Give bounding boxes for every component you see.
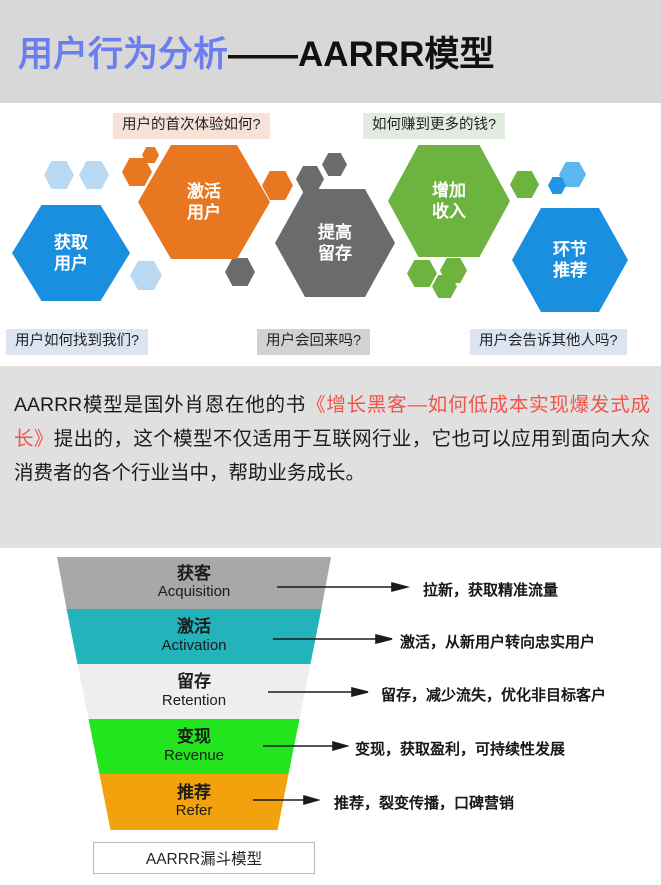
funnel-stage-retention-cn: 留存 [177, 672, 211, 692]
hex-node-activation[interactable]: 激活 用户 [138, 145, 270, 259]
hex-node-revenue-line2: 收入 [432, 202, 466, 221]
callout-referral-question: 用户会告诉其他人吗? [470, 329, 627, 355]
funnel-caption: AARRR漏斗模型 [93, 842, 315, 874]
callout-acquisition-question: 用户如何找到我们? [6, 329, 149, 355]
decorative-hexagon-green-4 [432, 275, 457, 298]
funnel-stage-activation-en: Activation [161, 636, 227, 654]
hex-node-activation-line2: 用户 [187, 203, 221, 222]
funnel-stage-refer[interactable]: 推荐 Refer [99, 774, 289, 830]
hexagon-diagram: 用户的首次体验如何? 如何赚到更多的钱? 获取 用户 激活 用户 提高 留存 增… [0, 103, 661, 366]
funnel-shape: 获客 Acquisition 激活 Activation 留存 Retentio… [57, 557, 331, 837]
funnel-stage-acquisition-cn: 获客 [177, 563, 211, 583]
hex-node-acquisition-line2: 用户 [54, 254, 88, 273]
funnel-annotation-activation: 激活，从新用户转向忠实用户 [400, 635, 596, 651]
hex-node-activation-line1: 激活 [187, 181, 221, 201]
funnel-stage-revenue-cn: 变现 [177, 727, 211, 747]
paragraph-part1: AARRR模型是国外肖恩在他的书 [14, 394, 307, 416]
funnel-annotation-acquisition: 拉新，获取精准流量 [423, 583, 559, 599]
funnel-stage-refer-en: Refer [175, 802, 213, 820]
decorative-hexagon-green-2 [407, 260, 437, 287]
description-paragraph: AARRR模型是国外肖恩在他的书《增长黑客—如何低成本实现爆发式成长》提出的，这… [14, 388, 650, 490]
decorative-hexagon-orange-2 [142, 147, 159, 163]
funnel-annotation-retention: 留存，减少流失，优化非目标客户 [381, 688, 607, 704]
decorative-hexagon-gray-1 [296, 166, 324, 192]
funnel-stage-revenue-en: Revenue [163, 746, 225, 764]
hex-node-retention-line2: 留存 [318, 244, 352, 263]
decorative-hexagon-light-blue-3 [130, 261, 162, 290]
hex-node-revenue[interactable]: 增加 收入 [388, 145, 510, 257]
hex-node-acquisition-line1: 获取 [54, 232, 88, 252]
decorative-hexagon-blue-small-2 [548, 177, 566, 194]
hex-node-retention[interactable]: 提高 留存 [275, 189, 395, 297]
decorative-hexagon-orange-3 [262, 171, 293, 200]
callout-revenue-question: 如何赚到更多的钱? [363, 113, 506, 139]
description-section: AARRR模型是国外肖恩在他的书《增长黑客—如何低成本实现爆发式成长》提出的，这… [0, 366, 661, 548]
paragraph-part2: 提出的，这个模型不仅适用于互联网行业，它也可以应用到面向大众消费者的各个行业当中… [14, 428, 650, 485]
callout-activation-question: 用户的首次体验如何? [113, 113, 270, 139]
decorative-hexagon-light-blue-1 [44, 161, 74, 189]
funnel-stage-activation-cn: 激活 [177, 617, 211, 637]
paragraph-book-title: 《增长黑客—如何低成本实现爆发式成长》 [14, 394, 650, 451]
hex-node-referral-line1: 环节 [553, 239, 587, 259]
header-band [0, 0, 661, 103]
funnel-stage-activation[interactable]: 激活 Activation [66, 609, 322, 664]
funnel-stage-acquisition-en: Acquisition [157, 583, 231, 601]
funnel-stage-refer-cn: 推荐 [177, 782, 211, 802]
callout-retention-question: 用户会回来吗? [257, 329, 371, 355]
funnel-stage-retention-en: Retention [161, 691, 227, 709]
funnel-diagram: 获客 Acquisition 激活 Activation 留存 Retentio… [0, 548, 661, 885]
decorative-hexagon-gray-3 [225, 258, 255, 286]
funnel-annotation-refer: 推荐，裂变传播，口碑营销 [334, 796, 515, 812]
hex-node-referral-line2: 推荐 [553, 261, 587, 280]
hex-node-referral[interactable]: 环节 推荐 [512, 208, 628, 312]
hex-node-acquisition[interactable]: 获取 用户 [12, 205, 130, 301]
page-title: 用户行为分析——AARRR模型 [18, 26, 494, 77]
decorative-hexagon-gray-2 [322, 153, 347, 176]
page-title-cn: 用户行为分析 [18, 35, 229, 74]
funnel-stage-acquisition[interactable]: 获客 Acquisition [57, 557, 331, 609]
decorative-hexagon-light-blue-2 [79, 161, 109, 189]
funnel-stage-retention[interactable]: 留存 Retention [77, 664, 311, 719]
hex-node-revenue-line1: 增加 [432, 180, 466, 200]
page-title-en: ——AARRR模型 [228, 35, 495, 74]
decorative-hexagon-green-1 [510, 171, 539, 198]
hex-node-retention-line1: 提高 [318, 222, 352, 242]
funnel-annotation-revenue: 变现，获取盈利，可持续性发展 [355, 742, 566, 758]
funnel-stage-revenue[interactable]: 变现 Revenue [88, 719, 300, 774]
